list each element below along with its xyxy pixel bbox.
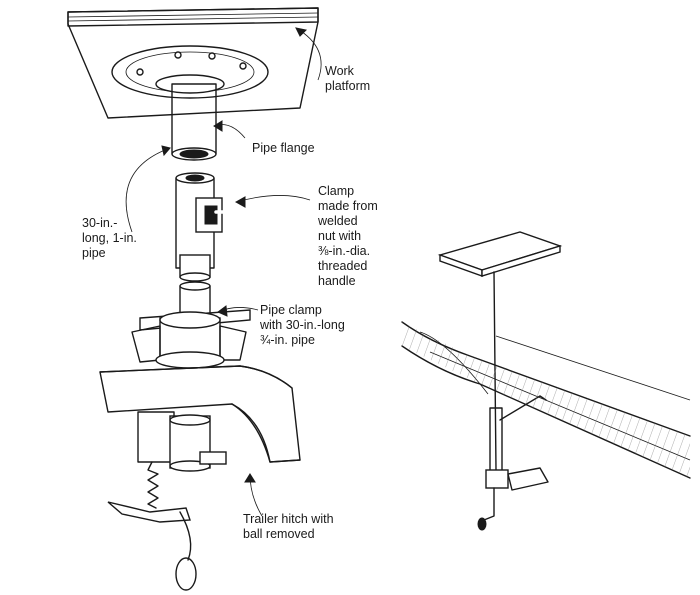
label-pipe-clamp: Pipe clamp with 30-in.-long ¾-in. pipe [260,303,345,347]
label-clamp: Clamp made from welded nut with ⅜-in.-di… [318,184,378,288]
leader-lines [125,27,322,517]
bench-top [99,365,301,463]
label-long-pipe: 30-in.- long, 1-in. pipe [82,216,137,260]
clamp-nut-handle [195,197,292,272]
assembled-view [401,231,691,531]
long-pipe [175,172,215,282]
pipe-clamp [131,281,251,369]
flange-pipe [171,83,217,161]
label-trailer-hitch: Trailer hitch with ball removed [243,512,334,541]
label-pipe-flange: Pipe flange [252,141,315,155]
label-work-platform: Work platform [325,64,371,93]
trailer-hitch [107,411,227,591]
work-platform [67,7,319,119]
